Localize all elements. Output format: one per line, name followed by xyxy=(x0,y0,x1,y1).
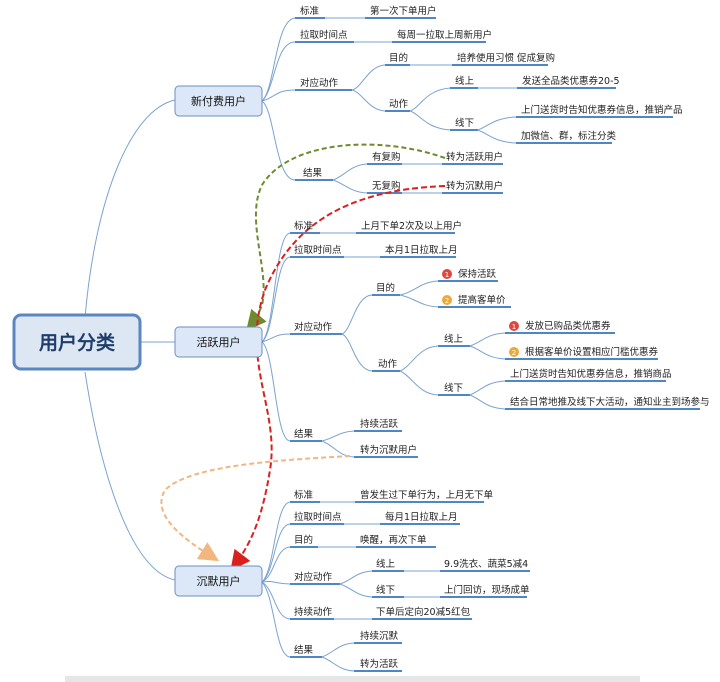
label-continuous-action-value: 下单后定向20减5红包 xyxy=(376,606,471,618)
label-result-1: 持续活跃 xyxy=(360,418,399,430)
label-online: 线上 xyxy=(376,558,396,570)
label-online-value: 9.9洗衣、蔬菜5减4 xyxy=(444,558,528,570)
label-pull-time-value: 每周一拉取上周新用户 xyxy=(397,29,492,41)
label-pull-time-value: 每月1日拉取上月 xyxy=(385,511,458,523)
label-offline: 线下 xyxy=(455,117,474,129)
branch-active-users xyxy=(261,232,700,458)
arrow-to-silent-red xyxy=(230,185,446,571)
badge-2-icon xyxy=(442,295,452,305)
group-node-silent-users[interactable]: 沉默用户 xyxy=(174,565,263,597)
label-online-2: 根据客单价设置相应门槛优惠券 xyxy=(525,346,659,358)
label-online-value: 发送全品类优惠券20-5 xyxy=(522,75,620,87)
label-offline-value-1: 上门送货时告知优惠券信息，推销产品 xyxy=(521,104,683,116)
badge-1-text: 1 xyxy=(445,271,449,279)
label-goal-1: 保持活跃 xyxy=(458,268,497,280)
label-result: 结果 xyxy=(294,644,314,656)
badge-1-icon xyxy=(442,269,452,279)
root-node[interactable]: 用户分类 xyxy=(12,313,142,371)
label-offline: 线下 xyxy=(376,584,395,596)
label-offline-2: 结合日常地推及线下大活动，通知业主到场参与 xyxy=(510,396,710,408)
label-offline-value-2: 加微信、群，标注分类 xyxy=(521,130,617,142)
label-offline: 线下 xyxy=(444,382,463,394)
label-standard: 标准 xyxy=(294,220,314,232)
label-goal: 目的 xyxy=(294,534,313,546)
label-goal-value: 唤醒，再次下单 xyxy=(360,534,427,546)
label-goal-value: 培养使用习惯 促成复购 xyxy=(457,52,555,64)
label-standard-value: 曾发生过下单行为，上月无下单 xyxy=(360,489,494,501)
badge-2-text: 2 xyxy=(445,297,449,305)
label-online-1: 发放已购品类优惠券 xyxy=(525,320,611,332)
label-pull-time: 拉取时间点 xyxy=(300,29,348,41)
label-continuous-action: 持续动作 xyxy=(294,606,333,618)
badge-1-text: 1 xyxy=(512,323,516,331)
label-result-1: 持续沉默 xyxy=(360,630,399,642)
label-no-repurchase-value: 转为沉默用户 xyxy=(446,180,503,192)
label-action: 动作 xyxy=(378,358,398,370)
arrow-to-silent-orange xyxy=(160,455,351,562)
horizontal-scrollbar[interactable] xyxy=(65,676,640,682)
label-offline-value: 上门回访，现场成单 xyxy=(444,584,530,596)
branch-new-users xyxy=(261,17,673,194)
group-label: 沉默用户 xyxy=(197,574,241,588)
label-pull-time: 拉取时间点 xyxy=(294,244,342,256)
label-action: 动作 xyxy=(389,98,409,110)
label-offline-1: 上门送货时告知优惠券信息，推销商品 xyxy=(510,368,672,380)
label-repurchase-value: 转为活跃用户 xyxy=(446,151,503,163)
label-online: 线上 xyxy=(444,333,464,345)
label-standard: 标准 xyxy=(300,5,320,17)
group-label: 活跃用户 xyxy=(197,335,241,349)
branch-silent-users xyxy=(261,501,530,672)
label-online: 线上 xyxy=(455,75,475,87)
group-label: 新付费用户 xyxy=(191,94,246,108)
label-goal: 目的 xyxy=(376,282,395,294)
group-node-new-users[interactable]: 新付费用户 xyxy=(174,85,263,117)
label-actions: 对应动作 xyxy=(300,77,339,89)
root-label: 用户分类 xyxy=(39,331,115,354)
label-no-repurchase: 无复购 xyxy=(372,180,401,192)
labels-silent-users: 标准 曾发生过下单行为，上月无下单 拉取时间点 每月1日拉取上月 目的 唤醒，再… xyxy=(294,489,530,670)
label-result: 结果 xyxy=(303,167,323,179)
label-result-2: 转为活跃 xyxy=(360,658,399,670)
label-pull-time: 拉取时间点 xyxy=(294,511,342,523)
label-actions: 对应动作 xyxy=(294,571,333,583)
group-node-active-users[interactable]: 活跃用户 xyxy=(174,326,263,358)
label-result: 结果 xyxy=(294,428,314,440)
label-standard-value: 第一次下单用户 xyxy=(370,5,437,17)
badge-2-icon xyxy=(509,347,519,357)
labels-new-users: 标准 第一次下单用户 拉取时间点 每周一拉取上周新用户 对应动作 目的 培养使用… xyxy=(300,5,683,192)
label-repurchase: 有复购 xyxy=(372,151,401,163)
label-standard: 标准 xyxy=(294,489,314,501)
label-standard-value: 上月下单2次及以上用户 xyxy=(361,220,462,232)
badge-1-icon xyxy=(509,321,519,331)
label-goal: 目的 xyxy=(389,52,408,64)
label-result-2: 转为沉默用户 xyxy=(360,444,417,456)
arrow-to-active-green xyxy=(246,143,446,331)
cross-arrows xyxy=(160,143,446,571)
label-goal-2: 提高客单价 xyxy=(458,294,506,306)
label-actions: 对应动作 xyxy=(294,321,333,333)
label-pull-time-value: 本月1日拉取上月 xyxy=(385,244,458,256)
root-connectors xyxy=(84,99,176,581)
badge-2-text: 2 xyxy=(512,349,516,357)
labels-active-users: 标准 上月下单2次及以上用户 拉取时间点 本月1日拉取上月 对应动作 目的 1 … xyxy=(294,220,710,456)
